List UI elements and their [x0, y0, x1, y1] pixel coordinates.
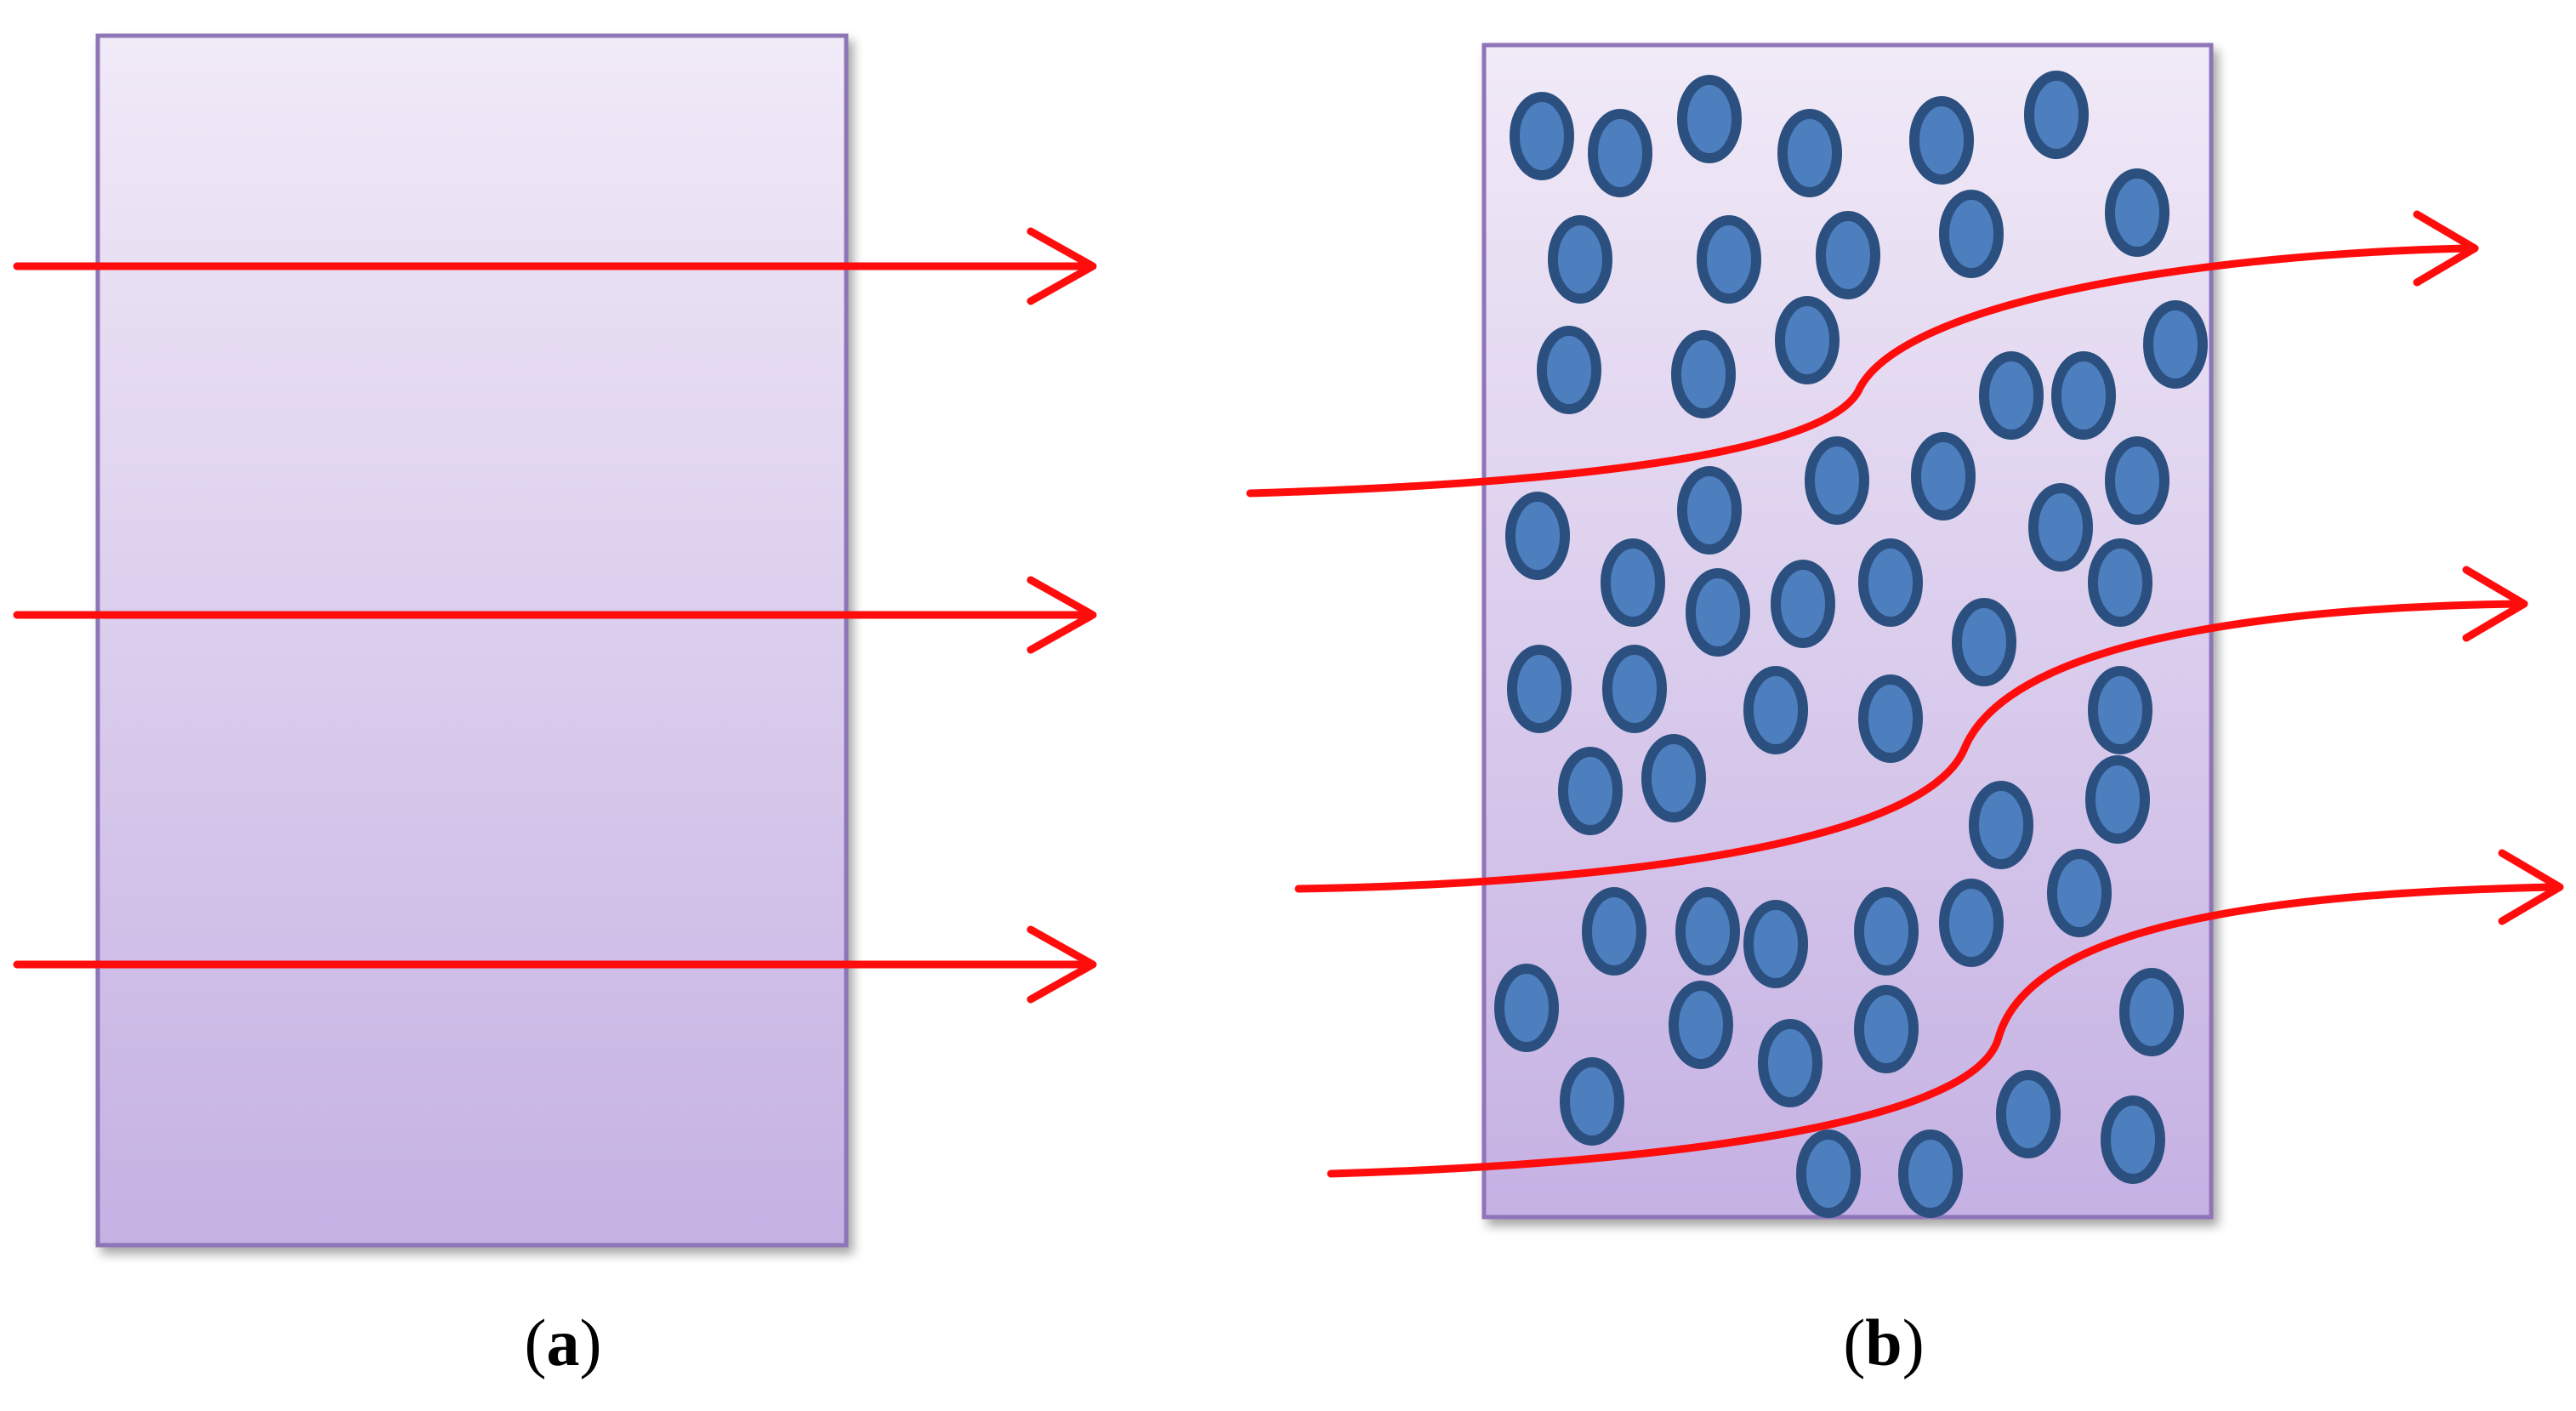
caption-b: (b)	[1799, 1310, 1969, 1376]
particle-33	[1952, 598, 2016, 686]
particle-25	[1686, 568, 1750, 657]
particle-42	[1854, 887, 1919, 976]
particle-19	[1677, 466, 1742, 555]
particle-46	[1669, 981, 1733, 1069]
particle-14	[1775, 296, 1840, 384]
particle-23	[2105, 436, 2169, 525]
particle-16	[2051, 351, 2116, 440]
scattered-rays	[1246, 210, 2564, 1178]
particle-31	[1743, 666, 1808, 754]
panel-a	[13, 33, 1097, 1248]
particle-13	[1671, 330, 1736, 418]
particle-52	[2101, 1095, 2165, 1184]
straight-ray-3	[13, 925, 1097, 1004]
straight-ray-2	[13, 576, 1097, 654]
caption-b-open: (	[1843, 1306, 1866, 1380]
particle-45	[1494, 964, 1559, 1052]
scattered-ray-3	[1327, 849, 2564, 1178]
particle-51	[1996, 1070, 2061, 1158]
particle-48	[1854, 985, 1919, 1073]
caption-a-letter: a	[546, 1306, 580, 1380]
straight-rays	[13, 227, 1097, 1004]
particle-15	[1979, 351, 2044, 440]
particle-17	[2143, 300, 2208, 389]
caption-a-close: )	[579, 1306, 602, 1380]
scattered-ray-1	[1246, 210, 2479, 498]
particle-41	[1743, 900, 1808, 988]
scattering-particles	[1494, 71, 2208, 1218]
particle-50	[1560, 1057, 1624, 1146]
particle-26	[1771, 560, 1835, 648]
particle-27	[1858, 538, 1923, 627]
particle-10	[1939, 190, 2004, 278]
particle-35	[1558, 747, 1623, 835]
particle-21	[1911, 432, 1976, 521]
caption-b-close: )	[1902, 1306, 1925, 1380]
particle-6	[2024, 71, 2089, 159]
particle-5	[1909, 96, 1974, 185]
particle-22	[2028, 483, 2093, 572]
caption-b-letter: b	[1865, 1306, 1902, 1380]
particle-39	[1582, 887, 1646, 976]
straight-ray-1	[13, 227, 1097, 305]
particle-53	[1796, 1129, 1861, 1218]
particle-40	[1675, 887, 1740, 976]
particle-20	[1805, 436, 1869, 525]
caption-a: (a)	[478, 1310, 648, 1376]
particle-43	[1939, 879, 2004, 967]
panel-b	[1246, 43, 2564, 1220]
homogeneous-medium-box	[95, 33, 849, 1248]
particle-47	[1758, 1019, 1823, 1107]
particle-4	[1777, 109, 1842, 197]
particle-30	[1602, 645, 1667, 733]
particle-44	[2047, 849, 2112, 937]
particle-9	[1816, 211, 1880, 299]
particle-29	[1507, 645, 1572, 733]
particle-24	[1601, 538, 1665, 627]
particle-12	[1537, 326, 1601, 414]
particle-2	[1588, 109, 1652, 197]
particle-34	[2088, 666, 2152, 754]
particle-8	[1697, 215, 1761, 304]
particle-54	[1898, 1129, 1963, 1218]
particle-3	[1677, 75, 1742, 163]
particle-18	[1505, 492, 1570, 580]
scattered-ray-2	[1294, 566, 2528, 893]
particle-11	[2105, 168, 2169, 257]
particle-1	[1510, 92, 1574, 180]
particle-32	[1858, 674, 1923, 763]
particle-38	[2085, 755, 2150, 844]
particle-28	[2088, 538, 2152, 627]
particle-37	[1969, 781, 2033, 869]
particle-7	[1548, 215, 1612, 304]
particle-36	[1641, 734, 1706, 822]
particle-49	[2119, 968, 2184, 1056]
caption-a-open: (	[524, 1306, 547, 1380]
